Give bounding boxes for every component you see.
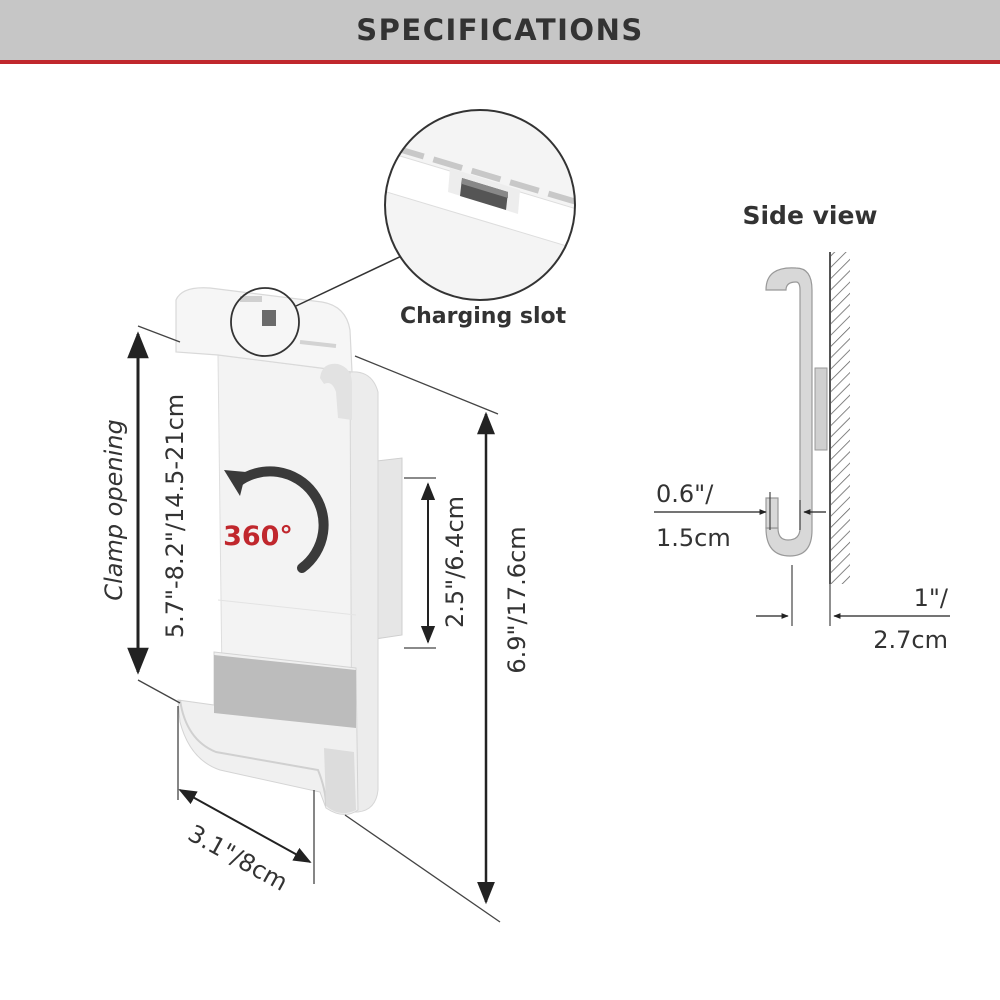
rotation-badge: 360° [223,466,329,573]
tablet-holder-illustration [175,287,403,815]
width-value: 3.1"/8cm [183,819,292,896]
wall-gap-line1: 1"/ [914,584,949,612]
clamp-opening-value: 5.7"-8.2"/14.5-21cm [161,394,189,638]
lip-depth-line1: 0.6"/ [656,480,714,508]
rotation-badge-text: 360° [223,521,293,552]
side-view-title: Side view [742,201,877,230]
height-value: 6.9"/17.6cm [503,526,531,673]
rotate-arrow-icon [233,466,329,573]
clamp-opening-title: Clamp opening [100,419,128,600]
wall-section [830,252,850,584]
spec-header: SPECIFICATIONS [0,0,1000,64]
side-view-diagram [654,252,950,626]
mount-plate-value: 2.5"/6.4cm [441,496,469,628]
width-dimension [177,706,315,884]
page-title: SPECIFICATIONS [356,13,644,47]
charging-slot-label: Charging slot [400,304,567,329]
wall-gap-line2: 2.7cm [873,626,948,654]
mount-plate-dimension [404,477,436,649]
clamp-opening-dimension [127,325,181,704]
charging-slot-zoom [230,109,576,357]
height-dimension [344,355,501,923]
lip-depth-line2: 1.5cm [656,524,731,552]
